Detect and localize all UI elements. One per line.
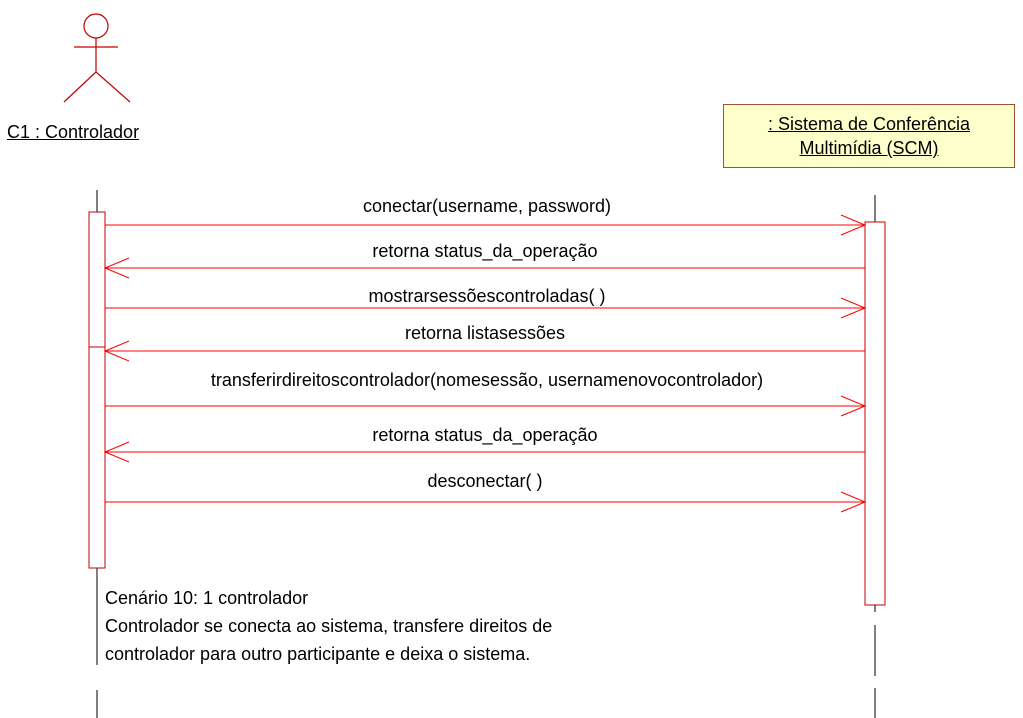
message-label[interactable]: conectar(username, password) [362, 196, 612, 216]
message-label[interactable]: retorna status_da_operação [372, 241, 598, 261]
system-object-box[interactable]: : Sistema de Conferência Multimídia (SCM… [723, 104, 1015, 168]
system-name-line-2: Multimídia (SCM) [799, 138, 939, 158]
note-title: Cenário 10: 1 controlador [105, 588, 309, 608]
note-line: controlador para outro participante e de… [105, 644, 531, 664]
arrowhead-icon [840, 395, 867, 417]
message-label[interactable]: desconectar( ) [427, 471, 543, 491]
arrowhead-icon [840, 214, 867, 236]
arrowhead-icon [103, 257, 130, 279]
note-line: Controlador se conecta ao sistema, trans… [105, 616, 553, 636]
arrowhead-icon [840, 491, 867, 513]
message-label[interactable]: retorna listasessões [404, 323, 566, 343]
arrowhead-icon [103, 441, 130, 463]
arrowhead-icon [103, 340, 130, 362]
actor-activation-bar [88, 211, 106, 569]
actor-stick-figure-icon[interactable] [63, 13, 131, 103]
message-label[interactable]: transferirdireitoscontrolador(nomesessão… [210, 370, 764, 390]
message-arrows [103, 214, 867, 513]
message-label[interactable]: retorna status_da_operação [372, 425, 598, 445]
message-label[interactable]: mostrarsessõescontroladas( ) [368, 286, 606, 306]
scenario-note[interactable]: Cenário 10: 1 controlador Controlador se… [105, 584, 552, 668]
arrowhead-icon [840, 297, 867, 319]
system-activation-bar [864, 221, 886, 606]
actor-label[interactable]: C1 : Controlador [7, 122, 140, 142]
system-name-line-1: : Sistema de Conferência [767, 114, 971, 134]
